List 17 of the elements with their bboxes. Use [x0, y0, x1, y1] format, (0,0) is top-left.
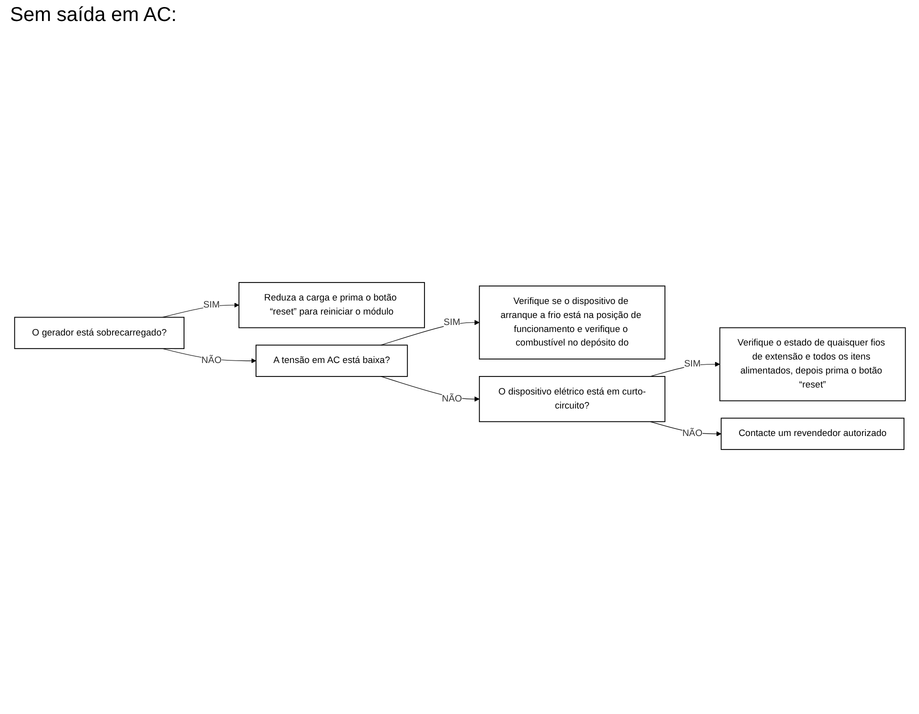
node-box: Contacte um revendedor autorizado — [720, 418, 904, 450]
node-box: Reduza a carga e prima o botão “reset” para reiniciar o módulo — [238, 282, 424, 328]
edge-label: SIM — [202, 300, 220, 310]
arrow — [650, 421, 721, 436]
edge-label: NÃO — [200, 356, 222, 366]
arrow — [380, 376, 480, 402]
node-box: O dispositivo elétrico está em curto-circuito? — [478, 376, 665, 422]
arrow — [380, 320, 480, 346]
edge-label: NÃO — [441, 394, 462, 404]
node-box: Verifique o estado de quaisquer fios de extensão e todos os itens alimentados, depois prima o botão “reset” — [718, 327, 906, 402]
node-box: Verifique se o dispositivo de arranque a frio está na posição de funcionamento e verifique o combustível no depósito do — [478, 286, 665, 360]
title: Sem saída em AC: — [10, 4, 178, 27]
node-box: A tensão em AC está baixa? — [255, 344, 408, 377]
edge-label: SIM — [684, 359, 700, 369]
node-box: O gerador está sobrecarregado? — [14, 316, 184, 350]
edge-label: SIM — [443, 317, 460, 328]
edge-label: NÃO — [682, 428, 702, 438]
